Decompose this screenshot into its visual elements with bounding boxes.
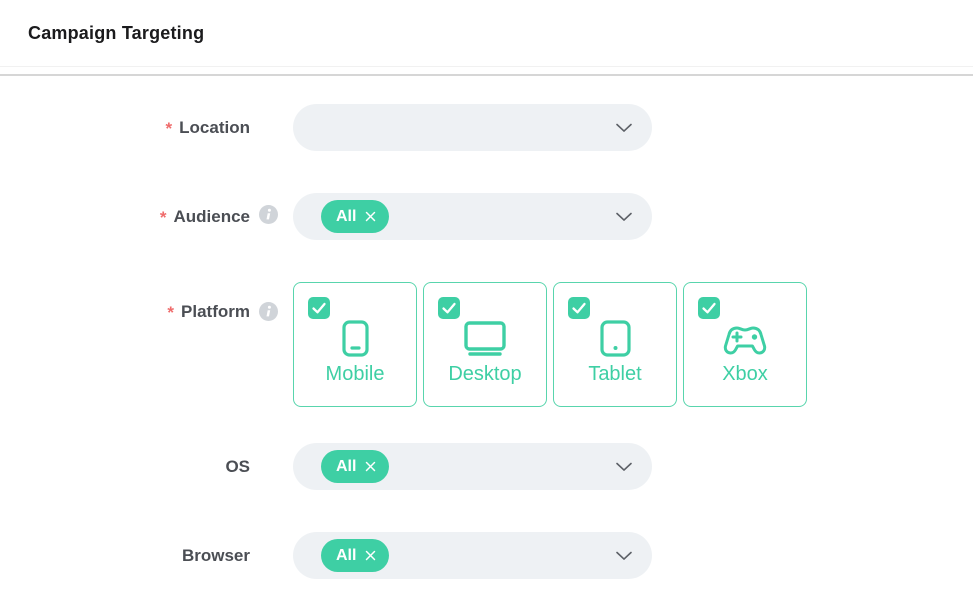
x-close-icon[interactable] — [365, 211, 376, 222]
platform-option-label: Mobile — [325, 363, 385, 385]
audience-label: Audience — [173, 206, 250, 226]
platform-row: * Platform — [0, 282, 973, 407]
checkbox-checked-icon[interactable] — [438, 297, 460, 319]
chevron-down-icon — [616, 551, 632, 560]
os-label: OS — [225, 456, 250, 476]
os-row: OS All — [0, 443, 973, 490]
platform-option-label: Tablet — [588, 363, 642, 385]
browser-row: Browser All — [0, 532, 973, 579]
xbox-gamepad-icon — [721, 317, 769, 359]
required-marker: * — [159, 208, 167, 227]
x-close-icon[interactable] — [365, 461, 376, 472]
page-title: Campaign Targeting — [28, 22, 205, 43]
audience-select[interactable]: All — [293, 193, 652, 240]
checkbox-checked-icon[interactable] — [698, 297, 720, 319]
checkbox-checked-icon[interactable] — [308, 297, 330, 319]
chevron-down-icon — [616, 462, 632, 471]
audience-tag-all: All — [321, 200, 390, 233]
required-marker: * — [167, 303, 175, 322]
platform-option-label: Desktop — [448, 363, 522, 385]
chevron-down-icon — [616, 212, 632, 221]
platform-label: Platform — [181, 302, 250, 321]
required-marker: * — [165, 119, 173, 138]
platform-card-desktop[interactable]: Desktop — [423, 282, 547, 407]
location-select[interactable] — [293, 104, 652, 151]
browser-tag-all: All — [321, 539, 390, 572]
tablet-icon — [599, 317, 631, 359]
chevron-down-icon — [616, 123, 632, 132]
audience-label-cell: * Audience — [0, 207, 250, 227]
desktop-icon — [462, 317, 508, 359]
x-close-icon[interactable] — [365, 550, 376, 561]
browser-select[interactable]: All — [293, 532, 652, 579]
platform-option-label: Xbox — [722, 363, 768, 385]
platform-label-cell: * Platform — [0, 282, 250, 322]
tag-label: All — [336, 546, 357, 564]
location-row: * Location — [0, 104, 973, 151]
platform-card-xbox[interactable]: Xbox — [683, 282, 807, 407]
section-header: Campaign Targeting — [0, 0, 973, 67]
browser-label: Browser — [181, 545, 250, 565]
campaign-targeting-form: * Location * Audience — [0, 76, 973, 579]
platform-card-mobile[interactable]: Mobile — [293, 282, 417, 407]
platform-options: Mobile Desktop — [293, 282, 807, 407]
info-icon[interactable] — [259, 204, 278, 229]
os-label-cell: OS — [0, 457, 250, 477]
mobile-icon — [341, 317, 369, 359]
browser-label-cell: Browser — [0, 546, 250, 566]
info-icon[interactable] — [259, 302, 278, 326]
tag-label: All — [336, 457, 357, 475]
location-label-cell: * Location — [0, 118, 250, 138]
checkbox-checked-icon[interactable] — [568, 297, 590, 319]
audience-row: * Audience All — [0, 193, 973, 240]
tag-label: All — [336, 207, 357, 225]
location-label: Location — [179, 117, 250, 137]
os-tag-all: All — [321, 450, 390, 483]
platform-card-tablet[interactable]: Tablet — [553, 282, 677, 407]
os-select[interactable]: All — [293, 443, 652, 490]
header-divider — [0, 74, 973, 76]
